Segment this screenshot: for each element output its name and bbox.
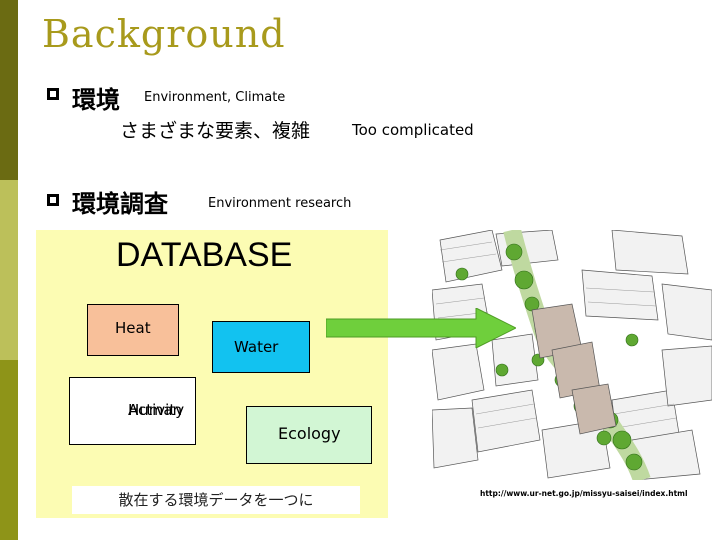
heat-label: Heat bbox=[115, 319, 151, 337]
note-text: 散在する環境データを一つに bbox=[72, 486, 360, 514]
ecology-label: Ecology bbox=[278, 424, 341, 443]
side-bar-top bbox=[0, 0, 18, 180]
bullet-square-icon bbox=[47, 194, 59, 206]
water-box: Water bbox=[212, 321, 310, 373]
bullet1-en: Environment, Climate bbox=[144, 90, 286, 105]
bullet-square-icon bbox=[47, 88, 59, 100]
ecology-box: Ecology bbox=[246, 406, 372, 464]
bullet2-jp: 環境調査 bbox=[72, 190, 168, 218]
side-bar-middle bbox=[0, 180, 18, 360]
right-arrow-icon bbox=[326, 308, 516, 348]
heat-box: Heat bbox=[87, 304, 179, 356]
slide-title: Background bbox=[42, 12, 286, 56]
bullet2-en: Environment research bbox=[208, 196, 352, 211]
sub1-en: Too complicated bbox=[352, 121, 474, 139]
sub1-jp: さまざまな要素、複雑 bbox=[120, 120, 311, 142]
database-title: DATABASE bbox=[116, 236, 293, 274]
side-bar-bottom bbox=[0, 360, 18, 540]
bullet1-jp: 環境 bbox=[72, 86, 120, 114]
image-source-url: http://www.ur-net.go.jp/missyu-saisei/in… bbox=[480, 489, 688, 498]
city-illustration bbox=[432, 230, 712, 480]
water-label: Water bbox=[234, 338, 279, 356]
